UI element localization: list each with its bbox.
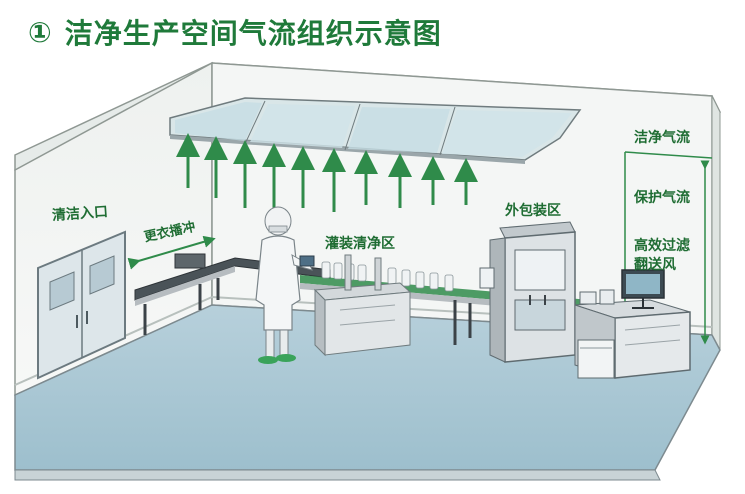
filling-station <box>313 254 412 357</box>
title-number: ① <box>28 15 53 49</box>
label-protect-airflow: 保护气流 <box>634 190 690 206</box>
label-hepa-line2: 翻送风 <box>634 257 676 273</box>
monitor-icon <box>621 269 665 309</box>
right-wall-edge <box>711 95 721 351</box>
page-title: ① 洁净生产空间气流组织示意图 <box>28 10 442 54</box>
door-icon <box>37 230 126 380</box>
clean-airflow-bracket <box>624 151 713 159</box>
packaging-machine <box>479 221 576 363</box>
worker-figure <box>255 206 315 364</box>
right-workbench <box>574 299 691 379</box>
label-clean-airflow: 洁净气流 <box>634 130 690 146</box>
box-items <box>579 289 615 305</box>
buffer-arrow-icon <box>127 235 216 270</box>
title-text: 洁净生产空间气流组织示意图 <box>64 17 442 50</box>
bottles <box>321 261 454 292</box>
floor-edge <box>14 469 661 481</box>
hepa-filter-icon <box>169 97 582 164</box>
label-packaging-zone: 外包装区 <box>505 203 561 219</box>
label-hepa-line1: 高效过滤 <box>634 238 690 254</box>
label-filling-zone: 灌装清净区 <box>325 236 395 252</box>
airflow-arrows <box>176 133 478 212</box>
